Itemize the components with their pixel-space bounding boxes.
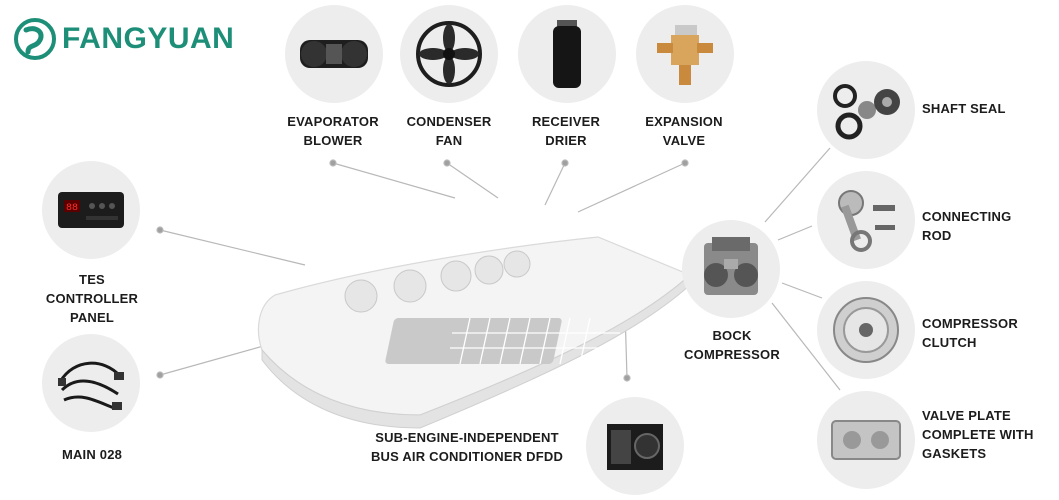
valve-icon	[657, 25, 713, 85]
condenser-fan-image	[400, 5, 498, 103]
receiver-drier-image	[518, 5, 616, 103]
connecting-rod-image	[817, 171, 915, 269]
compressor-clutch-image	[817, 281, 915, 379]
connecting-rod-label: CONNECTING ROD	[922, 209, 1012, 243]
expansion-valve-image	[636, 5, 734, 103]
fan-icon	[416, 21, 482, 87]
valve-plate-icon	[831, 420, 901, 460]
shaft-seal-image	[817, 61, 915, 159]
compressor-icon	[704, 237, 758, 295]
receiver-drier-label: RECEIVER DRIER	[531, 114, 601, 148]
bus-air-conditioner-image	[257, 236, 692, 429]
fangyuan-logo-icon	[14, 18, 56, 60]
main-unit-label: SUB-ENGINE-INDEPENDENT BUS AIR CONDITION…	[370, 430, 564, 464]
condenser-fan-label: CONDENSER FAN	[406, 114, 492, 148]
clutch-icon	[833, 297, 899, 363]
seal-icon	[833, 84, 900, 140]
condensing-unit-image	[586, 397, 684, 495]
condensing-unit-icon	[607, 424, 663, 470]
expansion-valve-label: EXPANSION VALVE	[645, 114, 723, 148]
evaporator-blower-label: EVAPORATOR BLOWER	[287, 114, 379, 148]
drier-icon	[553, 20, 581, 88]
controller-display-text: 88	[66, 203, 78, 214]
bock-compressor-label: BOCK COMPRESSOR	[684, 328, 780, 362]
valve-plate-image	[817, 391, 915, 489]
brand-name: FANGYUAN	[62, 22, 235, 55]
controller-panel-icon: 88	[58, 192, 124, 228]
compressor-clutch-label: COMPRESSOR CLUTCH	[922, 316, 1018, 350]
shaft-seal-label: SHAFT SEAL	[922, 101, 1006, 116]
wiring-harness-icon	[58, 361, 124, 410]
tes-controller-label: TES CONTROLLER PANEL	[45, 272, 139, 325]
evaporator-blower-image	[285, 5, 383, 103]
bock-compressor-image	[682, 220, 780, 318]
main-028-image	[42, 334, 140, 432]
tes-controller-image: 88	[42, 161, 140, 259]
valve-plate-label: VALVE PLATE COMPLETE WITH GASKETS	[922, 408, 1034, 461]
blower-icon	[300, 40, 368, 68]
rod-icon	[838, 190, 895, 252]
brand-logo: FANGYUAN	[14, 18, 234, 60]
main-028-label: MAIN 028	[61, 447, 123, 462]
